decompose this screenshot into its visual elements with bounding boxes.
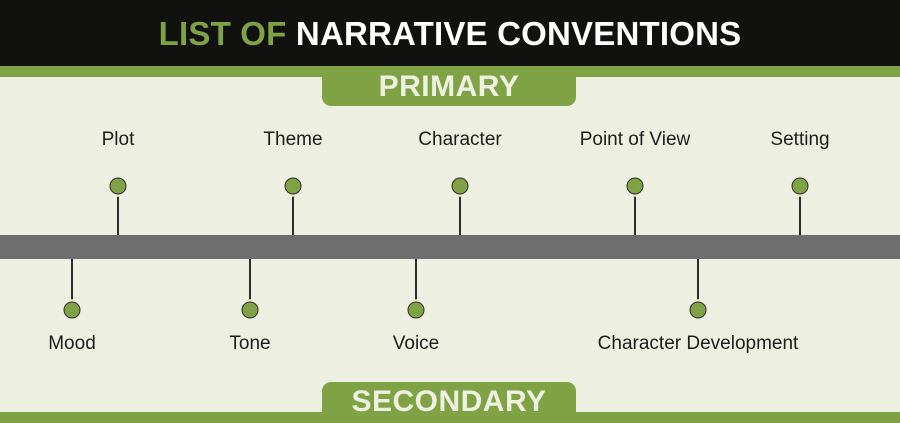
section-tab-secondary: SECONDARY [322,382,576,423]
node-dot-icon [626,177,644,195]
node-stem-line [415,253,417,304]
node-label: Plot [101,129,135,150]
node-label: Theme [263,129,323,150]
node-dot-icon [284,177,302,195]
node-stem-line [249,253,251,304]
node-dot-icon [689,301,707,319]
node-dot-icon [407,301,425,319]
node-stem-line [117,192,119,241]
node-dot-icon [63,301,81,319]
timeline-axis-bar [0,235,900,259]
page-title: LIST OF NARRATIVE CONVENTIONS [159,17,742,50]
node-stem-line [292,192,294,241]
node-stem-line [799,192,801,241]
page-title-main: NARRATIVE CONVENTIONS [295,14,742,52]
node-stem-line [634,192,636,241]
page-title-accent: LIST OF [158,14,287,52]
node-label: Tone [229,333,271,354]
node-label: Voice [392,333,440,354]
node-label: Character Development [597,333,799,354]
section-tab-primary-label: PRIMARY [378,70,520,103]
section-tab-primary: PRIMARY [322,66,576,106]
node-stem-line [697,253,699,304]
node-stem-line [71,253,73,304]
node-label: Setting [770,129,830,150]
node-stem-line [459,192,461,241]
node-dot-icon [241,301,259,319]
node-label: Point of View [579,129,691,150]
section-tab-secondary-label: SECONDARY [351,385,547,418]
node-label: Mood [48,333,96,354]
node-dot-icon [451,177,469,195]
header-bar: LIST OF NARRATIVE CONVENTIONS [0,0,900,66]
node-label: Character [418,129,502,150]
node-dot-icon [791,177,809,195]
node-dot-icon [109,177,127,195]
